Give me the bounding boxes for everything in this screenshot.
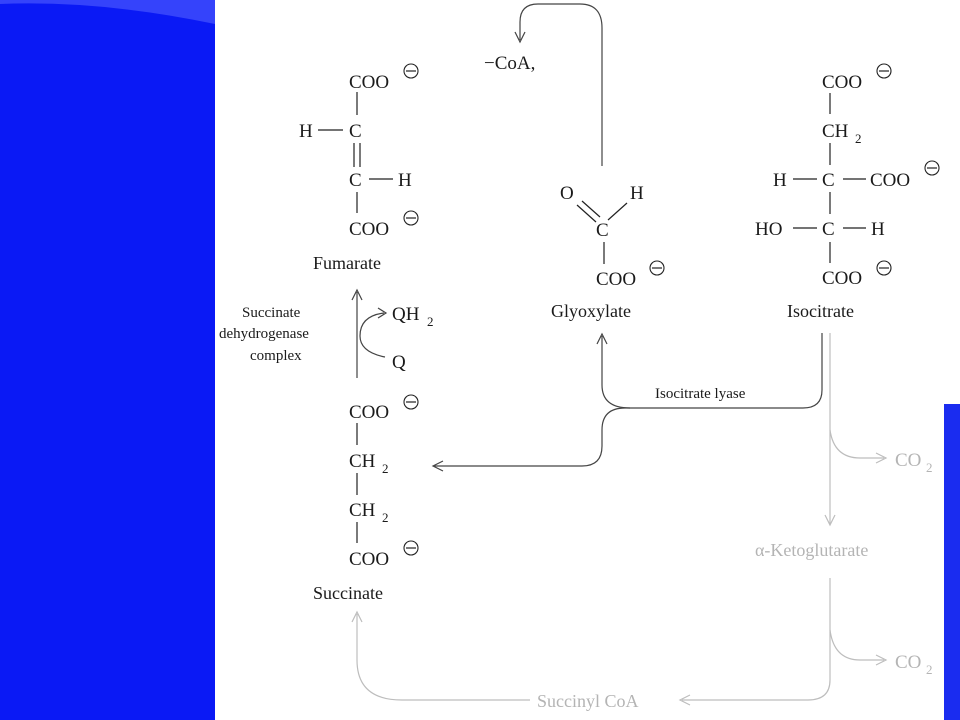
glyoxylate-o: O (560, 183, 574, 204)
fumarate-structure: COO H C C H COO Fumarate (299, 63, 419, 273)
isocitrate-label: Isocitrate (787, 301, 854, 321)
top-left-swoosh (0, 0, 215, 24)
charge-minus-icon (403, 63, 419, 79)
succinate-coo-top: COO (349, 402, 389, 423)
lyase-to-glyoxylate-arrow (601, 336, 631, 409)
isocitrate-lyase-label: Isocitrate lyase (655, 386, 746, 402)
isocitrate-h-left: H (773, 170, 787, 191)
fumarate-coo-top: COO (349, 72, 389, 93)
fumarate-label: Fumarate (313, 253, 381, 273)
succinate-ch2-b: CH (349, 500, 376, 521)
q-label: Q (392, 352, 406, 373)
qh2-label: QH (392, 304, 420, 325)
isocitrate-lyase-branch: Isocitrate lyase (431, 332, 823, 472)
glyoxylate-to-coa-arrow (519, 3, 603, 166)
succinate-label: Succinate (313, 583, 383, 603)
succinate-structure: COO CH 2 CH 2 COO Succinate (313, 394, 419, 603)
isocitrate-ho-left: HO (755, 219, 782, 240)
co2-release-arrow-2 (829, 629, 884, 661)
enzyme-label-line1: Succinate (242, 305, 301, 321)
glyoxylate-h: H (630, 183, 644, 204)
alpha-ketoglutarate-label: α-Ketoglutarate (755, 540, 868, 560)
enzyme-label-line3: complex (250, 348, 302, 364)
isocitrate-ch2-subscript: 2 (855, 131, 862, 146)
succinate-coo-bottom: COO (349, 549, 389, 570)
fumarate-coo-bottom: COO (349, 219, 389, 240)
charge-minus-icon (403, 540, 419, 556)
left-blue-panel (0, 0, 215, 720)
glyoxylate-label: Glyoxylate (551, 301, 631, 321)
isocitrate-structure: COO CH 2 H C COO HO C H COO Isocitrate (755, 63, 940, 321)
co2-subscript-first: 2 (926, 460, 933, 475)
charge-minus-icon (403, 210, 419, 226)
isocitrate-c-lower: C (822, 219, 835, 240)
fumarate-c-top: C (349, 121, 362, 142)
fumarate-h-right: H (398, 170, 412, 191)
arrow-head (351, 288, 363, 301)
charge-minus-icon (876, 63, 892, 79)
isocitrate-coo-bottom: COO (822, 268, 862, 289)
q-to-qh2-curved-arrow (359, 312, 386, 358)
charge-minus-icon (403, 394, 419, 410)
right-edge-bar (944, 404, 960, 720)
succinate-ch2-b-subscript: 2 (382, 510, 389, 525)
co2-release-arrow-1 (829, 429, 884, 459)
fumarate-h-left: H (299, 121, 313, 142)
glyoxylate-c: C (596, 220, 609, 241)
co2-label-second: CO (895, 652, 921, 673)
succinate-dehydrogenase-step: Succinate dehydrogenase complex QH 2 Q (219, 288, 434, 378)
qh2-subscript: 2 (427, 314, 434, 329)
isocitrate-coo-right: COO (870, 170, 910, 191)
enzyme-label-line2: dehydrogenase (219, 326, 309, 342)
succinate-ch2-a: CH (349, 451, 376, 472)
co2-label-first: CO (895, 450, 921, 471)
isocitrate-lyase-arrow (434, 333, 823, 467)
glyoxylate-coo: COO (596, 269, 636, 290)
akg-to-succinyl-coa-arrow (682, 578, 831, 701)
fumarate-c-bottom: C (349, 170, 362, 191)
charge-minus-icon (876, 260, 892, 276)
isocitrate-h-right: H (871, 219, 885, 240)
tca-cycle-branch: CO 2 α-Ketoglutarate CO 2 Succinyl CoA (351, 333, 933, 711)
isocitrate-coo-top: COO (822, 72, 862, 93)
coa-label: −CoA, (484, 53, 535, 74)
succinyl-coa-to-succinate-arrow (356, 614, 530, 701)
charge-minus-icon (924, 160, 940, 176)
isocitrate-c-upper: C (822, 170, 835, 191)
succinyl-coa-label: Succinyl CoA (537, 691, 639, 711)
glyoxylate-structure: −CoA, O H C COO Glyoxylate (484, 3, 665, 321)
succinate-ch2-a-subscript: 2 (382, 461, 389, 476)
charge-minus-icon (649, 260, 665, 276)
co2-subscript-second: 2 (926, 662, 933, 677)
isocitrate-ch2: CH (822, 121, 849, 142)
